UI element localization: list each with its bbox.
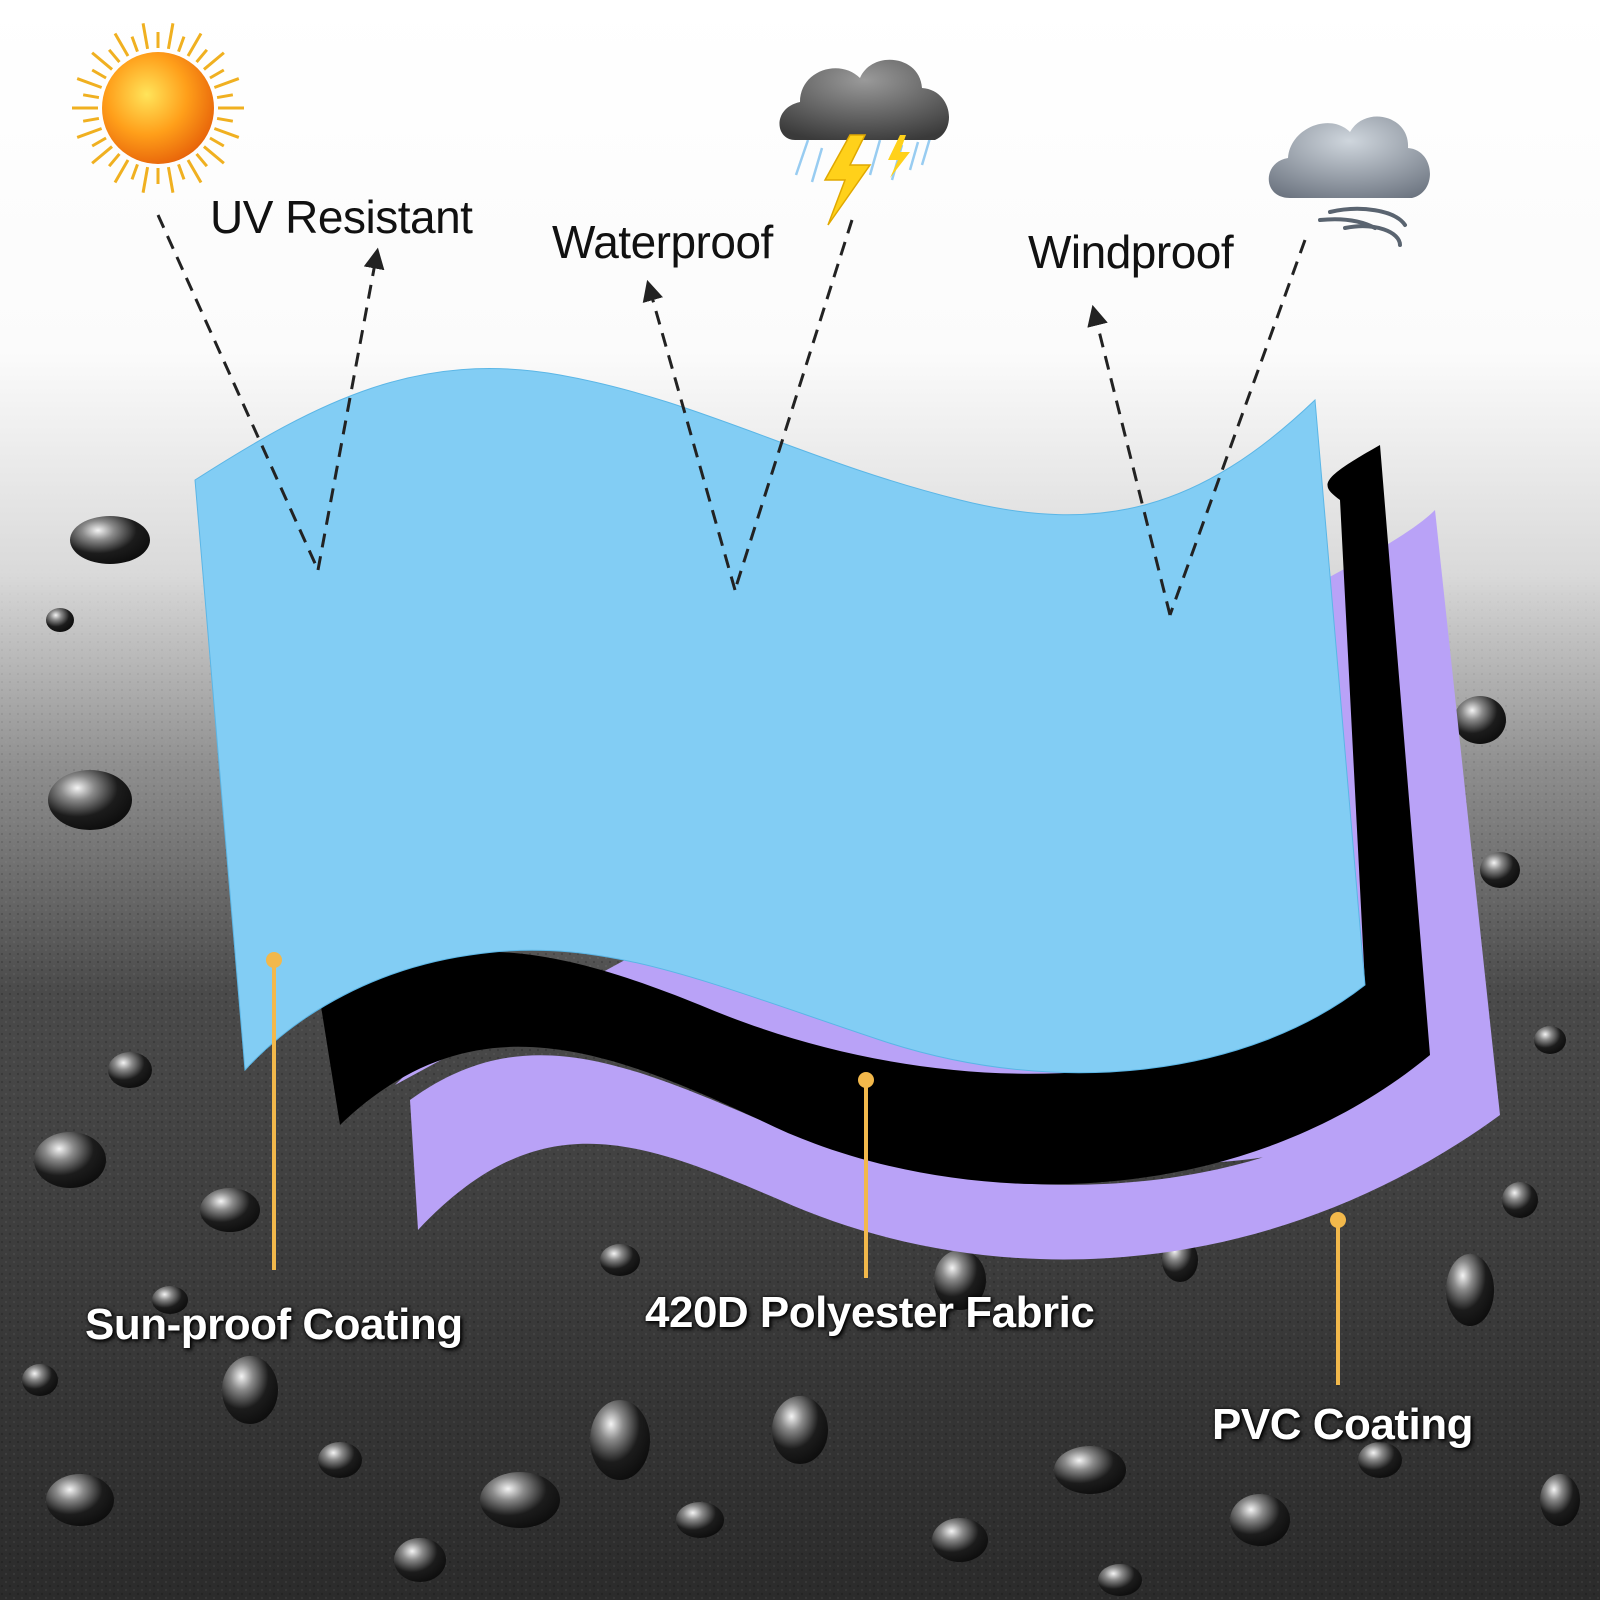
- water-droplet: [600, 1244, 640, 1276]
- sun-ray: [130, 163, 139, 180]
- sun-ray: [166, 166, 175, 193]
- water-droplet: [70, 516, 150, 564]
- water-droplet: [46, 608, 74, 632]
- water-droplet: [676, 1502, 724, 1538]
- water-droplet: [200, 1188, 260, 1232]
- layer-polyester-fabric: [320, 445, 1430, 1185]
- sun-ray: [91, 68, 107, 80]
- sun-ray: [141, 23, 150, 50]
- water-droplet: [48, 770, 132, 830]
- sun-ray: [130, 36, 139, 53]
- windproof-label: Windproof: [1028, 226, 1234, 278]
- water-droplet: [1540, 1474, 1580, 1526]
- uv-resistant-label: UV Resistant: [210, 191, 473, 243]
- sun-ray: [166, 23, 175, 50]
- sun-ray: [113, 159, 130, 184]
- sun-ray: [186, 159, 203, 184]
- sun-ray: [202, 145, 225, 165]
- water-droplet: [1230, 1494, 1290, 1546]
- water-droplet: [934, 1250, 986, 1310]
- sun-ray: [213, 77, 240, 89]
- wind-reflected-ray: [1087, 304, 1172, 616]
- sun-ray: [216, 93, 234, 100]
- water-droplet: [318, 1442, 362, 1478]
- water-droplet: [34, 1132, 106, 1188]
- sun-ray: [213, 127, 240, 139]
- sun-ray: [141, 166, 150, 193]
- sun-ray: [107, 152, 121, 168]
- water-droplet: [108, 1052, 152, 1088]
- waterproof-label: Waterproof: [552, 216, 773, 268]
- sun-ray: [76, 77, 103, 89]
- sun-ray: [76, 127, 103, 139]
- sun-ray: [209, 68, 225, 80]
- water-droplet: [1054, 1446, 1126, 1494]
- water-droplet: [1098, 1564, 1142, 1596]
- sunproof-coating-label: Sun-proof Coating: [85, 1300, 463, 1349]
- water-droplet: [46, 1474, 114, 1526]
- uv-arrows: [156, 214, 1307, 616]
- water-droplets: [22, 516, 1580, 1596]
- sun-ray: [91, 136, 107, 148]
- water-droplet: [1358, 1442, 1402, 1478]
- sun-ray: [113, 32, 130, 57]
- uv-reflected-ray: [316, 247, 385, 571]
- water-droplet: [590, 1400, 650, 1480]
- water-droplet: [22, 1364, 58, 1396]
- sun-ray: [82, 93, 100, 100]
- water-droplet: [1446, 1254, 1494, 1326]
- water-droplet: [1534, 1026, 1566, 1054]
- sun-ray: [195, 48, 209, 64]
- water-droplet: [222, 1356, 278, 1424]
- pvc-coating-label: PVC Coating: [1212, 1400, 1473, 1449]
- sun-ray: [186, 32, 203, 57]
- sun-ray: [209, 136, 225, 148]
- sun-ray: [82, 116, 100, 123]
- storm-cloud-icon: [779, 59, 950, 226]
- water-droplet: [1454, 696, 1506, 744]
- polyester-fabric-label: 420D Polyester Fabric: [645, 1288, 1095, 1337]
- leader-dot-pvc: [1330, 1212, 1346, 1228]
- sun-icon: [72, 23, 244, 193]
- sun-ray: [107, 48, 121, 64]
- leader-dot-sunproof: [266, 952, 282, 968]
- water-droplet: [932, 1518, 988, 1562]
- sun-ray: [177, 163, 186, 180]
- sun-ray: [177, 36, 186, 53]
- water-droplet: [1480, 852, 1520, 888]
- layer-sunproof-coating: [194, 368, 1366, 1074]
- leader-dot-polyester: [858, 1072, 874, 1088]
- water-reflected-ray: [642, 279, 737, 591]
- sun-ray: [202, 51, 225, 71]
- wind-incoming-ray: [1168, 239, 1307, 616]
- water-droplet: [394, 1538, 446, 1582]
- leader-lines: [266, 952, 1346, 1385]
- water-droplet: [152, 1286, 188, 1314]
- wind-cloud-icon: [1268, 116, 1430, 247]
- sun-ray: [91, 51, 114, 71]
- sun-ray: [216, 116, 234, 123]
- uv-incoming-ray: [156, 214, 320, 571]
- sun-ray: [195, 152, 209, 168]
- water-droplet: [1502, 1182, 1538, 1218]
- water-droplet: [772, 1396, 828, 1464]
- water-droplet: [480, 1472, 560, 1528]
- water-incoming-ray: [733, 219, 854, 591]
- sun-ray: [91, 145, 114, 165]
